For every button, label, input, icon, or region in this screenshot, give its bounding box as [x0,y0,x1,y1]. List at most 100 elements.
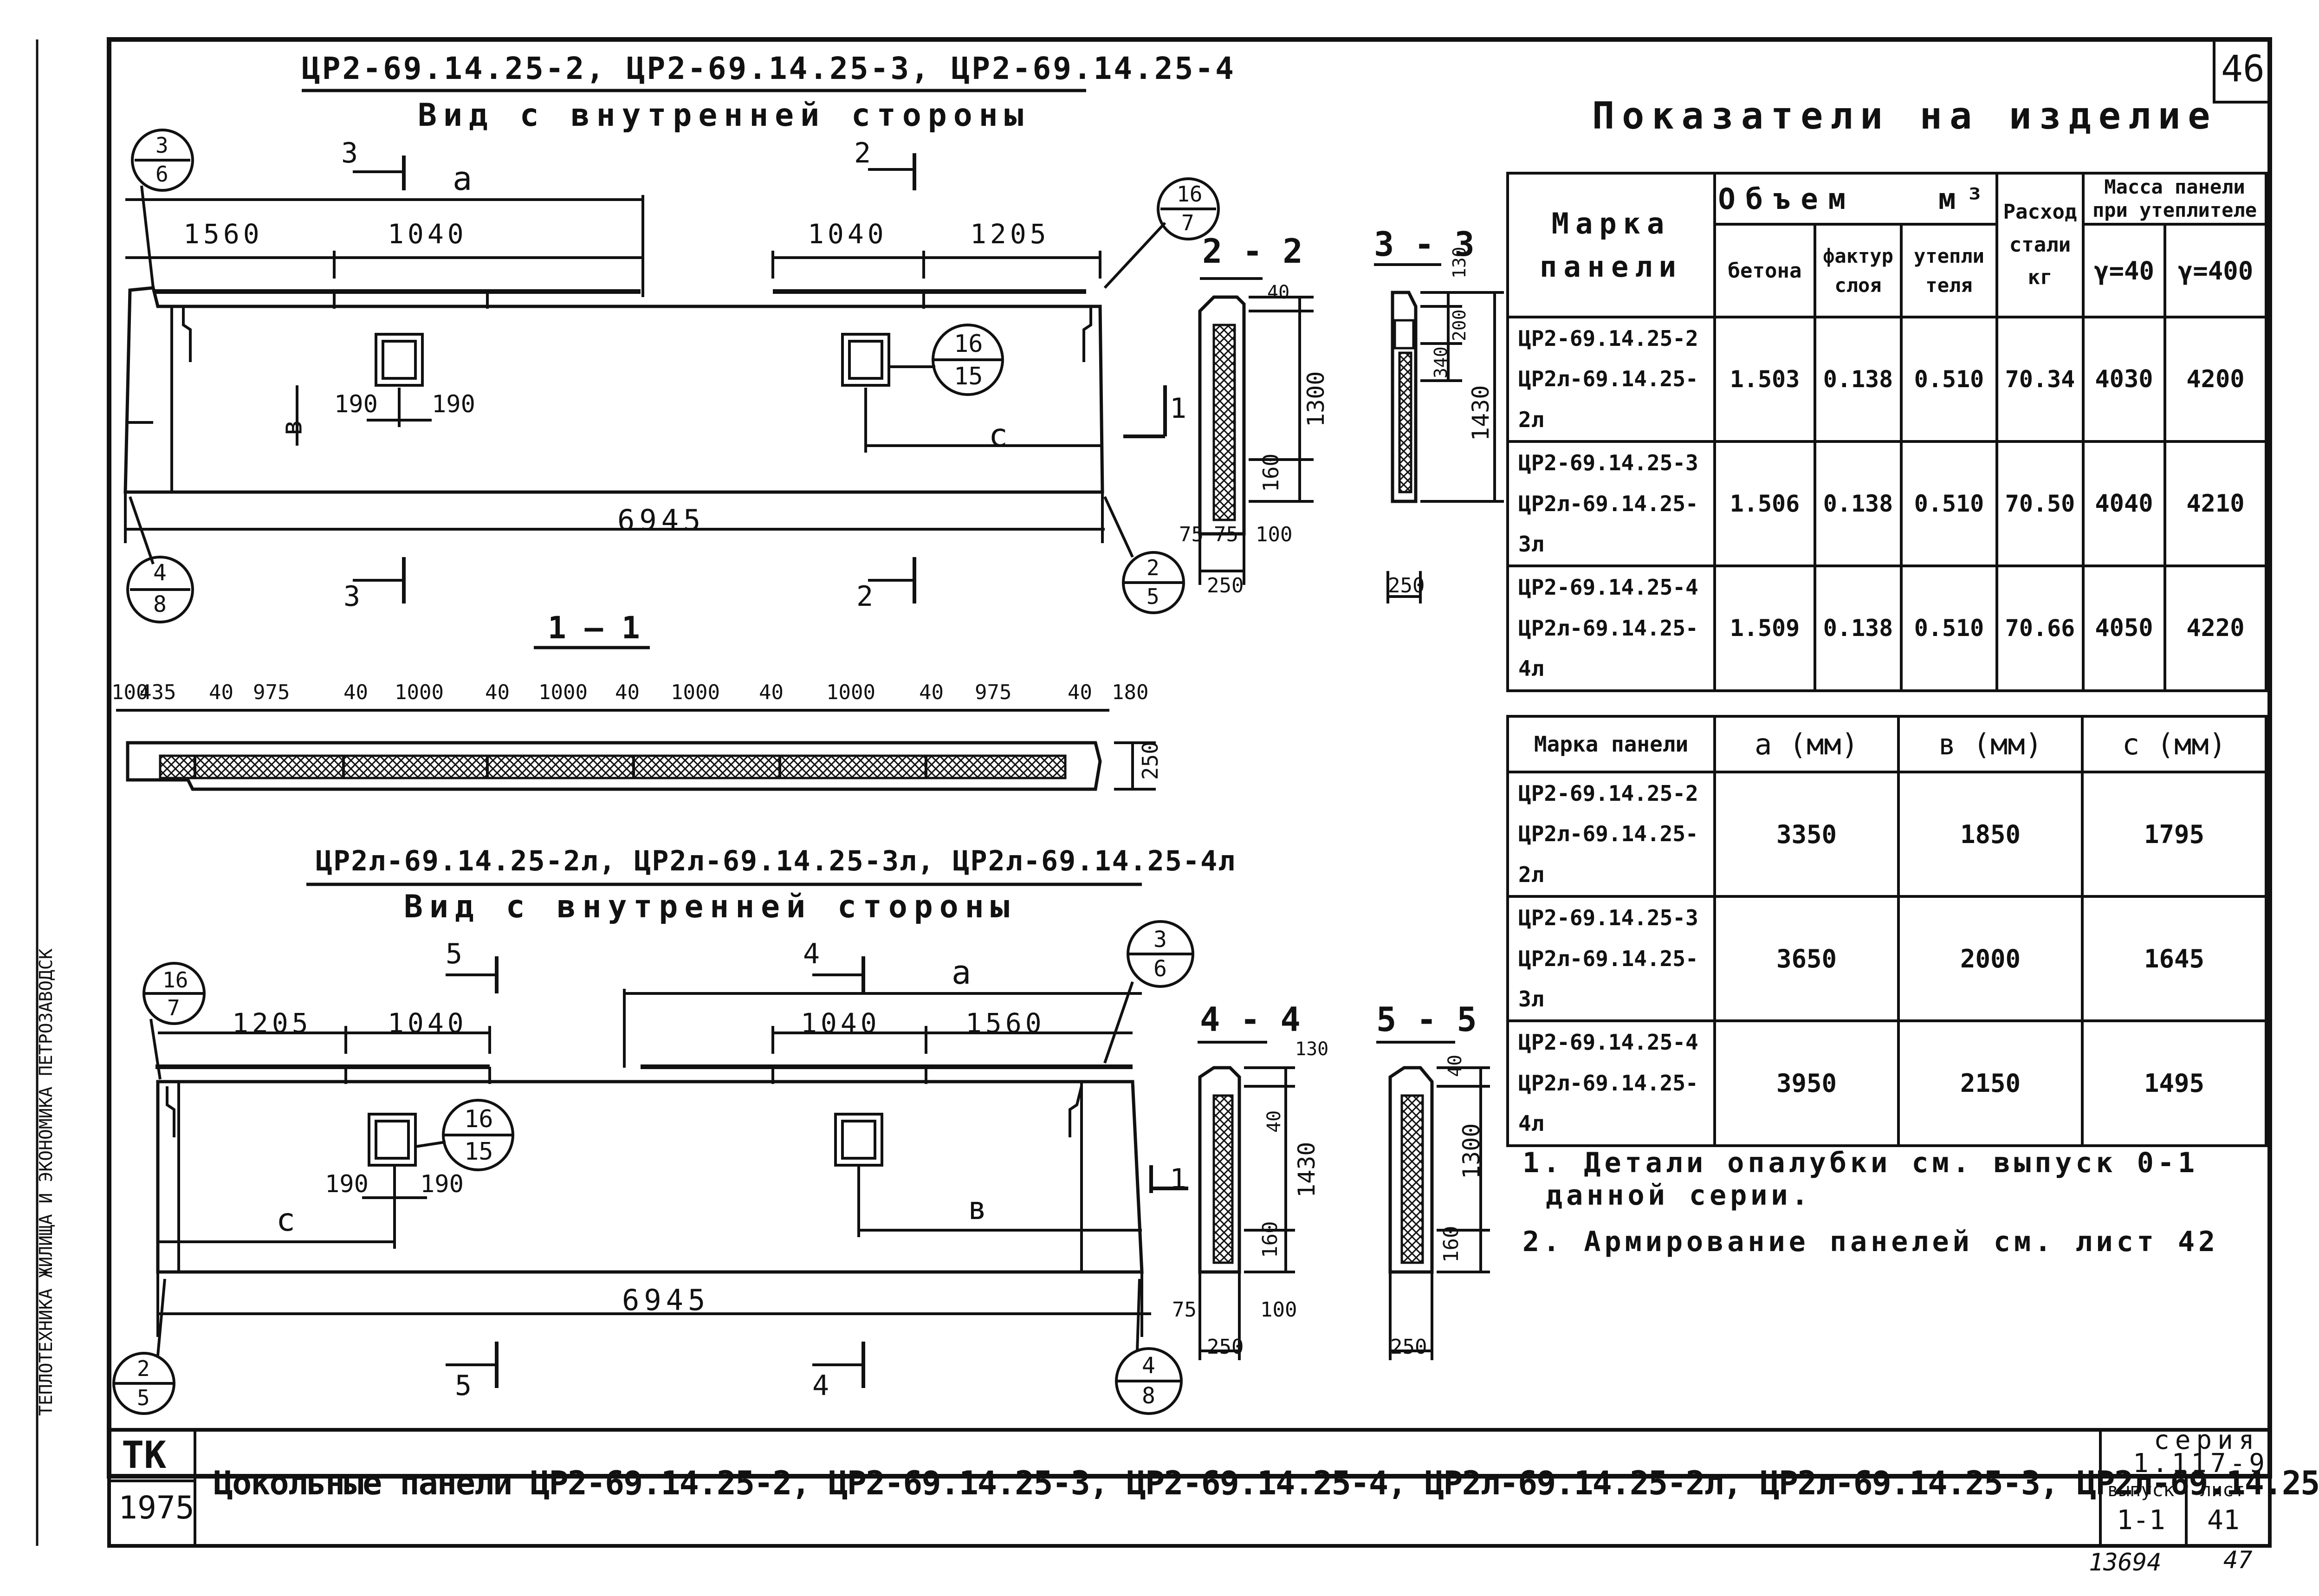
callout-top: 16 [1177,182,1203,207]
cell-steel: 70.66 [1995,564,2085,692]
bottom-cut-5: 5 [446,938,463,970]
s33-dim-130: 130 [1449,247,1470,279]
bottom-number: 13694 [2089,1549,2162,1577]
s11-dim: 40 [485,681,510,704]
note-2: 2. Армирование панелей см. лист 42 [1522,1226,2219,1258]
s55-dim-40: 40 [1445,1054,1466,1077]
header-steel: Расход стали кг [1995,172,2085,318]
s33-width: 250 [1388,574,1425,597]
s22-dim-160: 160 [1258,453,1283,492]
top-cut-2-bottom: 2 [856,580,874,613]
bottom-dim-total: 6945 [622,1283,710,1317]
bottom-dim-190b: 190 [420,1170,464,1198]
section-4-4-outline [1198,1066,1241,1274]
cell-concrete: 1.509 [1713,564,1816,692]
bottom-dim-b: в [968,1190,987,1227]
dt-cell-b: 1850 [1897,770,2084,898]
header-insulation: утепли теля [1900,223,1998,318]
top-view-marks: ЦР2-69.14.25-2, ЦР2-69.14.25-3, ЦР2-69.1… [302,51,1236,86]
s11-dim: 40 [615,681,640,704]
bottom-cut-5-bottom: 5 [455,1369,472,1402]
callout-bottom: 8 [1142,1383,1155,1409]
section-2-2-title: 2 - 2 [1202,232,1303,271]
header-volume-label: Объем [1718,182,1856,216]
s55-width: 250 [1390,1335,1427,1359]
s11-dim: 40 [209,681,233,704]
title-block-frame [107,1428,2272,1548]
s11-dim: 40 [1068,681,1092,704]
bottom-dim-c: с [276,1202,295,1239]
callout-bottom: 8 [153,591,167,617]
header-g400: γ=400 [2163,223,2268,318]
s11-dim: 1000 [395,681,444,704]
row-mark1: ЦР2-69.14.25-3 [1518,450,1698,476]
dt-row-mark2: ЦР2л-69.14.25-3л [1518,946,1698,1012]
top-cut-3-bottom: 3 [343,580,361,613]
s11-dim: 40 [343,681,368,704]
callout-top: 16 [464,1105,493,1133]
s44-width: 250 [1207,1335,1244,1359]
top-dim-1040a: 1040 [388,218,467,250]
s55-dim-1300: 1300 [1458,1123,1485,1179]
stamp: ТК [122,1434,167,1477]
cell-g40: 4040 [2082,440,2166,568]
callout-bottom: 7 [167,995,180,1020]
cell-steel: 70.34 [1995,315,2085,443]
s22-width: 250 [1207,574,1244,597]
dt-header-a: а (мм) [1713,715,1900,773]
dt-row-mark1: ЦР2-69.14.25-2 [1518,781,1698,806]
callout-bottom: 6 [1153,956,1167,982]
top-dim-b: в [274,419,309,436]
callout-top: 16 [162,967,188,993]
callout-bottom: 6 [155,162,168,187]
section-5-5-outline [1388,1066,1434,1274]
top-dim-1560: 1560 [183,218,263,250]
top-dim-c: с [989,417,1008,454]
bottom-dim-1040a: 1040 [388,1007,467,1039]
bottom-view-subtitle: Вид с внутренней стороны [404,889,1016,925]
section-1-1-outline [126,741,1102,791]
cell-insulation: 0.510 [1900,564,1998,692]
side-stamp-text: ТЕПЛОТЕХНИКА ЖИЛИЩА И ЭКОНОМИКА ПЕТРОЗАВ… [36,948,56,1416]
bottom-dim-a: а [952,954,972,992]
dt-cell-a: 3650 [1713,895,1900,1023]
cell-insulation: 0.510 [1900,440,1998,568]
s11-dim: 1000 [538,681,588,704]
dt-cell-a: 3950 [1713,1019,1900,1147]
section-5-5-title: 5 - 5 [1376,1000,1477,1039]
dt-header-b: в (мм) [1897,715,2084,773]
s11-dim: 435 [139,681,176,704]
s22-w1: 75 [1179,523,1204,546]
s11-dim: 40 [919,681,944,704]
dt-row-mark1: ЦР2-69.14.25-4 [1518,1030,1698,1055]
page-number-box [2213,38,2271,104]
s33-dim-340: 340 [1431,346,1451,378]
cell-steel: 70.50 [1995,440,2085,568]
top-dim-190b: 190 [432,390,475,418]
row-mark2: ЦР2л-69.14.25-3л [1518,491,1698,557]
s11-dim: 1000 [826,681,875,704]
callout-top: 2 [1147,555,1160,580]
s44-dim-1430: 1430 [1293,1142,1320,1198]
dt-cell-c: 1495 [2081,1019,2267,1147]
cell-facing: 0.138 [1814,315,1903,443]
bottom-dim-190a: 190 [325,1170,369,1198]
top-cut-2: 2 [854,137,871,169]
cell-facing: 0.138 [1814,440,1903,568]
callout-bottom: 5 [1147,584,1160,609]
top-dim-1205: 1205 [970,218,1050,250]
header-mass: Масса панели при утеплителе [2082,172,2267,226]
section-2-2-outline [1198,295,1246,536]
dt-row-mark2: ЦР2л-69.14.25-4л [1518,1070,1698,1136]
cell-g400: 4200 [2163,315,2268,443]
s22-w2: 75 [1214,523,1238,546]
top-view-subtitle: Вид с внутренней стороны [418,97,1030,134]
